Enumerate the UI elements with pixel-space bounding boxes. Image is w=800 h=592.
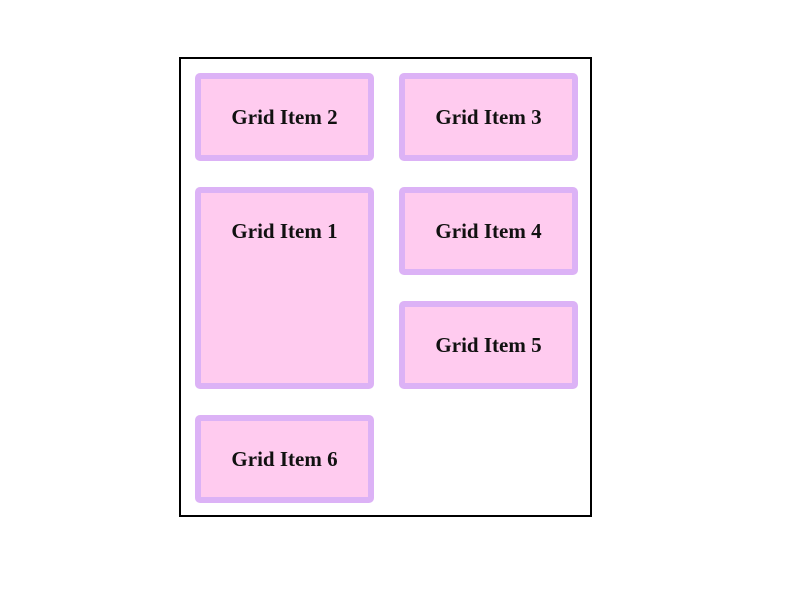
grid-item-label: Grid Item 5 bbox=[435, 332, 542, 357]
grid-item-label: Grid Item 2 bbox=[231, 104, 338, 129]
grid-item-1: Grid Item 1 bbox=[195, 187, 374, 389]
grid-item-4: Grid Item 4 bbox=[399, 187, 578, 275]
grid-item-3: Grid Item 3 bbox=[399, 73, 578, 161]
grid-item-label: Grid Item 1 bbox=[231, 219, 338, 243]
grid-item-6: Grid Item 6 bbox=[195, 415, 374, 503]
grid-container: Grid Item 2 Grid Item 3 Grid Item 1 Grid… bbox=[179, 57, 592, 517]
grid-item-label: Grid Item 4 bbox=[435, 218, 542, 243]
grid-item-5: Grid Item 5 bbox=[399, 301, 578, 389]
grid-item-label: Grid Item 3 bbox=[435, 104, 542, 129]
grid-item-label: Grid Item 6 bbox=[231, 446, 338, 471]
grid-item-2: Grid Item 2 bbox=[195, 73, 374, 161]
